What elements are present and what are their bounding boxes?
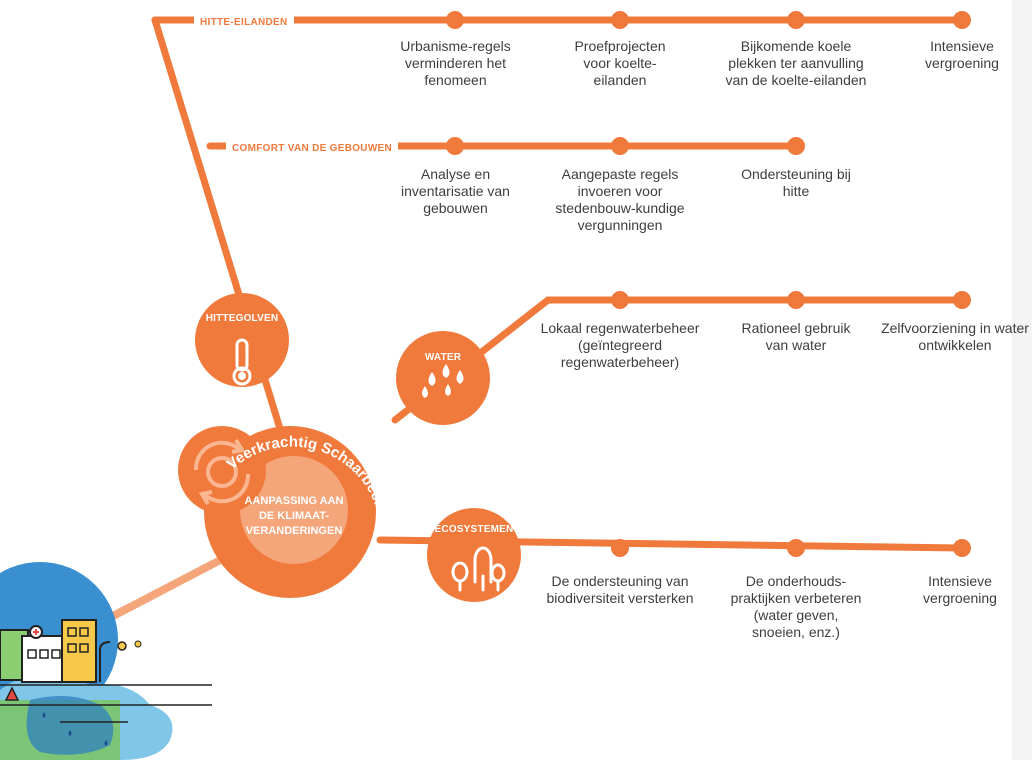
comfort-dot-3 bbox=[787, 137, 805, 155]
trees-icon bbox=[451, 546, 506, 592]
hitte-eilanden-dot-3 bbox=[787, 11, 805, 29]
water-step-3: Zelfvoorziening in water ontwikkelen bbox=[881, 320, 1029, 353]
ecosystemen-node bbox=[427, 508, 521, 602]
ecosystemen-step-3: Intensieve vergroening bbox=[923, 573, 997, 606]
water-node bbox=[396, 331, 490, 425]
hitte-eilanden-step-3: Bijkomende koele plekken ter aanvulling … bbox=[725, 38, 867, 88]
ecosystemen-dot-3 bbox=[953, 539, 971, 557]
branch-tag-hitte-eilanden: HITTE-EILANDEN bbox=[194, 13, 294, 33]
water-dot-1 bbox=[611, 291, 629, 309]
hitte-eilanden-step-2: Proefprojecten voor koelte-eilanden bbox=[574, 38, 666, 88]
water-step-1: Lokaal regenwaterbeheer (geïntegreerd re… bbox=[540, 320, 700, 370]
ecosystemen-dot-1 bbox=[611, 539, 629, 557]
hub-inner bbox=[240, 456, 348, 564]
water-dot-3 bbox=[953, 291, 971, 309]
hitte-eilanden-dot-4 bbox=[953, 11, 971, 29]
hitte-eilanden-dot-1 bbox=[446, 11, 464, 29]
page-edge-shadow bbox=[1012, 0, 1032, 760]
ecosystemen-step-1: De ondersteuning van biodiversiteit vers… bbox=[546, 573, 694, 606]
comfort-step-3: Ondersteuning bij hitte bbox=[741, 166, 851, 199]
branch-tag-comfort: COMFORT VAN DE GEBOUWEN bbox=[226, 139, 399, 159]
trunk-line bbox=[151, 16, 296, 472]
hitte-eilanden-step-1: Urbanisme-regels verminderen het fenomee… bbox=[400, 38, 511, 88]
water-label: WATER bbox=[424, 352, 462, 363]
ecosystemen-dot-2 bbox=[787, 539, 805, 557]
water-step-2: Rationeel gebruik van water bbox=[741, 320, 851, 353]
hittegolven-label: HITTEGOLVEN bbox=[205, 313, 279, 324]
comfort-dot-2 bbox=[611, 137, 629, 155]
water-drops-icon bbox=[422, 364, 464, 398]
comfort-step-1: Analyse en inventarisatie van gebouwen bbox=[401, 166, 510, 216]
thermometer-icon bbox=[232, 338, 252, 386]
hub-label: AANPASSING AAN DE KLIMAAT-VERANDERINGEN bbox=[244, 495, 344, 537]
comfort-dot-1 bbox=[446, 137, 464, 155]
comfort-step-2: Aangepaste regels invoeren voor stedenbo… bbox=[555, 166, 685, 233]
water-dot-2 bbox=[787, 291, 805, 309]
ecosystemen-label: ECOSYSTEMEN bbox=[434, 524, 514, 535]
hitte-eilanden-dot-2 bbox=[611, 11, 629, 29]
city-landscape-illustration bbox=[0, 562, 212, 760]
climate-cycle-gear-icon bbox=[193, 438, 251, 506]
hitte-eilanden-step-4: Intensieve vergroening bbox=[925, 38, 999, 71]
ecosystemen-step-2: De onderhouds-praktijken verbeteren (wat… bbox=[730, 573, 862, 640]
